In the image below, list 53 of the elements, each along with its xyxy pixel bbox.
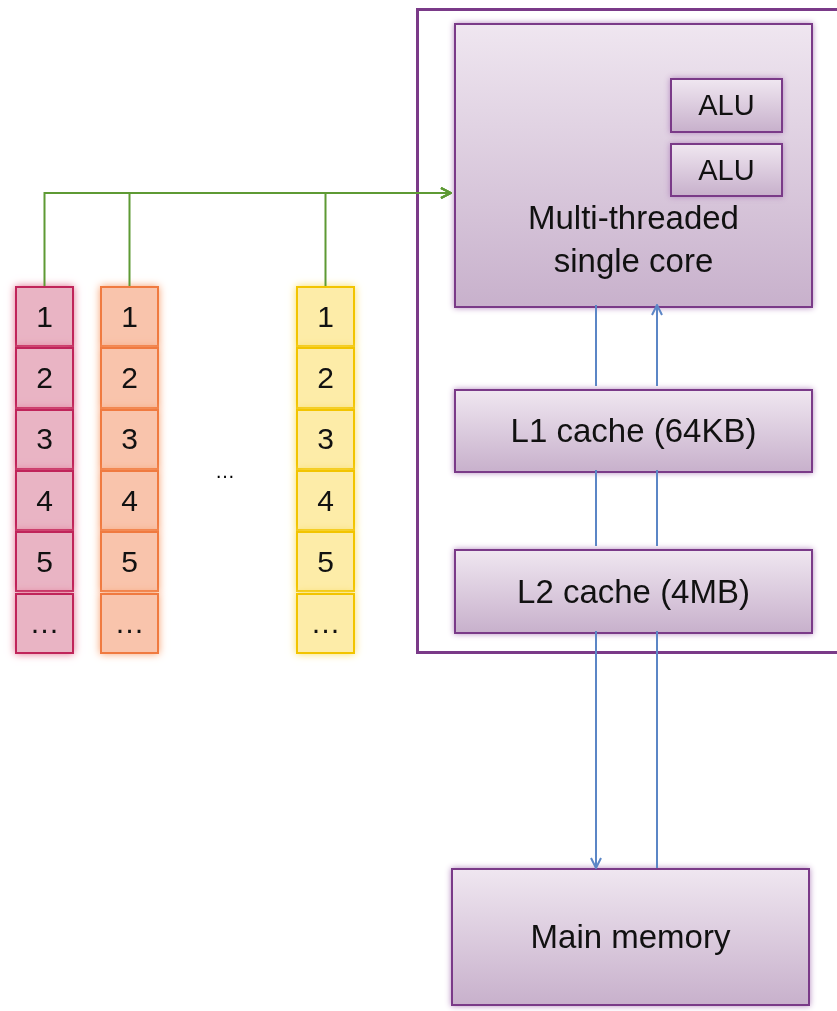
node-label: 3 <box>36 422 53 457</box>
alu-box <box>670 143 783 197</box>
memory-cell <box>296 408 355 470</box>
node-label: L1 cache (64KB) <box>510 412 757 450</box>
process-box <box>454 549 813 634</box>
memory-cell <box>15 531 74 593</box>
memory-cell <box>296 347 355 409</box>
memory-cell <box>15 408 74 470</box>
node-label: 4 <box>121 483 138 518</box>
node-label: 4 <box>317 483 334 518</box>
node-label: 3 <box>317 422 334 457</box>
node-label: Multi-threaded single core <box>527 198 740 281</box>
node-label: … <box>29 606 60 641</box>
node-label: ALU <box>698 89 755 122</box>
memory-cell <box>296 286 355 348</box>
memory-cell <box>15 347 74 409</box>
memory-cell <box>15 469 74 532</box>
memory-cell <box>100 469 159 532</box>
processor-frame <box>416 8 837 654</box>
node-label: 5 <box>317 544 334 579</box>
process-box <box>451 868 810 1006</box>
alu-box <box>670 78 783 133</box>
process-box <box>454 389 813 473</box>
memory-cell <box>296 469 355 532</box>
memory-cell <box>296 592 355 654</box>
node-label: 2 <box>317 360 334 395</box>
memory-cell <box>100 408 159 470</box>
node-label: 1 <box>317 299 334 334</box>
memory-cell <box>15 592 74 654</box>
memory-cell <box>100 531 159 593</box>
memory-cell <box>296 531 355 593</box>
node-label: 5 <box>121 544 138 579</box>
memory-cell <box>100 347 159 409</box>
memory-cell <box>15 286 74 348</box>
arrow <box>651 304 663 387</box>
process-box <box>454 23 813 308</box>
node-label: ALU <box>698 153 755 187</box>
node-label: 3 <box>121 422 138 457</box>
node-label: Main memory <box>530 918 731 956</box>
node-label: 1 <box>121 299 138 334</box>
node-label: … <box>114 606 145 641</box>
node-label: 4 <box>36 483 53 518</box>
node-label: 1 <box>36 299 53 334</box>
node-label: L2 cache (4MB) <box>517 572 750 611</box>
node-label: 5 <box>36 544 53 579</box>
ellipsis-label: … <box>215 460 235 483</box>
arrow <box>324 187 452 287</box>
memory-cell <box>100 286 159 348</box>
memory-cell <box>100 592 159 654</box>
arrow <box>590 630 602 869</box>
node-label: 2 <box>121 360 138 395</box>
node-label: 2 <box>36 360 53 395</box>
node-label: … <box>310 606 341 641</box>
